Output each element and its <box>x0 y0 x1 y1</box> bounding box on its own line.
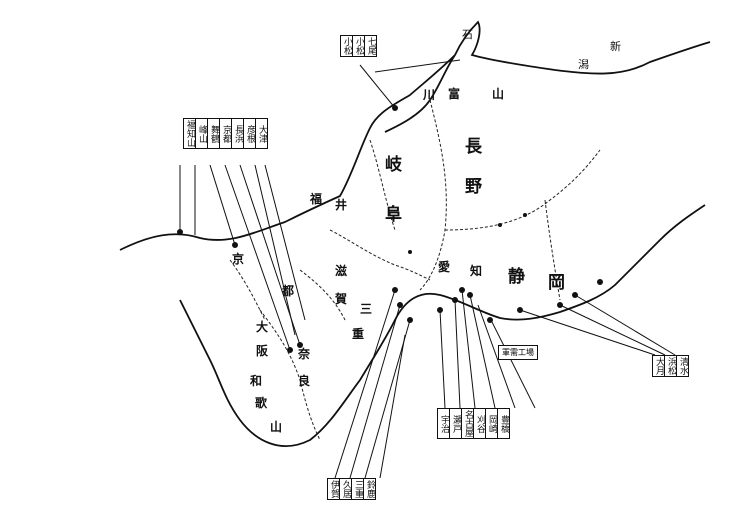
box-aichi-0: 豊橋 <box>497 409 509 438</box>
pacific-coast <box>179 204 706 447</box>
box-mie-0: 伊賀 <box>329 480 339 498</box>
pref-nara-1: 奈 <box>298 347 311 361</box>
box-kinki-0: 大津 <box>255 119 267 148</box>
box-hokuriku-1: 小松 <box>352 36 364 56</box>
box-hokuriku-2: 小松 <box>342 37 352 55</box>
pref-toyama-2: 山 <box>492 87 505 101</box>
factory-dots <box>177 105 603 353</box>
box-aichi-1: 岡崎 <box>485 409 497 438</box>
pref-osaka-1: 大 <box>256 320 269 334</box>
box-shizuoka-1: 浜松 <box>664 356 676 376</box>
pref-fukui-1: 福 <box>310 192 323 206</box>
pref-mie-1: 三 <box>360 302 373 316</box>
box-mie-3: 鈴鹿 <box>363 479 375 499</box>
pref-ishikawa-top: 石 <box>462 28 473 41</box>
box-kinki-4: 舞鶴 <box>207 119 219 148</box>
pref-ishikawa: 川 <box>423 88 436 102</box>
box-kinki-3: 京都 <box>219 119 231 148</box>
box-mie: 伊賀 久居 三重 鈴鹿 <box>327 478 376 500</box>
box-aichi-3: 名古屋 <box>461 409 473 438</box>
pref-shiga-1: 滋 <box>335 264 348 278</box>
box-mie-1: 久居 <box>339 479 351 499</box>
box-shizuoka-2: 大月 <box>654 357 664 375</box>
box-shizuoka: 大月 浜松 清水 <box>652 355 689 377</box>
box-hokuriku-0: 七尾 <box>364 36 376 56</box>
pref-toyama-1: 富 <box>448 87 461 101</box>
pref-niigata-1: 新 <box>610 40 621 53</box>
pref-aichi-1: 愛 <box>438 260 451 274</box>
box-kinki-north: 福知山 峰山 舞鶴 京都 長浜 彦根 大津 <box>183 118 268 149</box>
pref-shizuoka-2: 岡 <box>548 273 565 293</box>
legend-label: 軍需工場 <box>498 345 538 360</box>
pref-nagano-1: 長 <box>465 137 482 157</box>
pref-aichi-2: 知 <box>470 264 483 278</box>
box-aichi-2: 刈谷 <box>473 409 485 438</box>
pref-nara-2: 良 <box>298 374 311 388</box>
pref-kyoto-2: 都 <box>282 284 295 298</box>
box-hokuriku: 小松 小松 七尾 <box>340 35 377 57</box>
box-shizuoka-0: 清水 <box>676 356 688 376</box>
pref-osaka-2: 阪 <box>256 344 269 358</box>
pref-fukui-2: 井 <box>335 198 348 212</box>
pref-wakayama-1: 和 <box>250 374 263 388</box>
leader-lines <box>179 59 676 479</box>
box-mie-2: 三重 <box>351 479 363 499</box>
pref-gifu-2: 阜 <box>385 205 402 225</box>
box-kinki-2: 長浜 <box>231 119 243 148</box>
pref-nagano-2: 野 <box>465 177 482 197</box>
pref-gifu-1: 岐 <box>385 155 402 175</box>
pref-shiga-2: 賀 <box>335 292 348 306</box>
box-aichi-5: 宇治 <box>439 414 449 433</box>
box-kinki-6: 福知山 <box>185 120 195 147</box>
pref-mie-2: 重 <box>352 327 365 341</box>
pref-niigata-2: 潟 <box>578 58 589 71</box>
pref-kyoto-1: 京 <box>232 252 245 266</box>
box-kinki-5: 峰山 <box>195 119 207 148</box>
pref-wakayama-3: 山 <box>270 420 283 434</box>
box-aichi-4: 瀬戸 <box>449 409 461 438</box>
pref-boundaries <box>229 99 601 441</box>
box-kinki-1: 彦根 <box>243 119 255 148</box>
pref-shizuoka-1: 静 <box>508 267 525 287</box>
box-aichi: 宇治 瀬戸 名古屋 刈谷 岡崎 豊橋 <box>437 408 510 439</box>
pref-wakayama-2: 歌 <box>255 396 268 410</box>
